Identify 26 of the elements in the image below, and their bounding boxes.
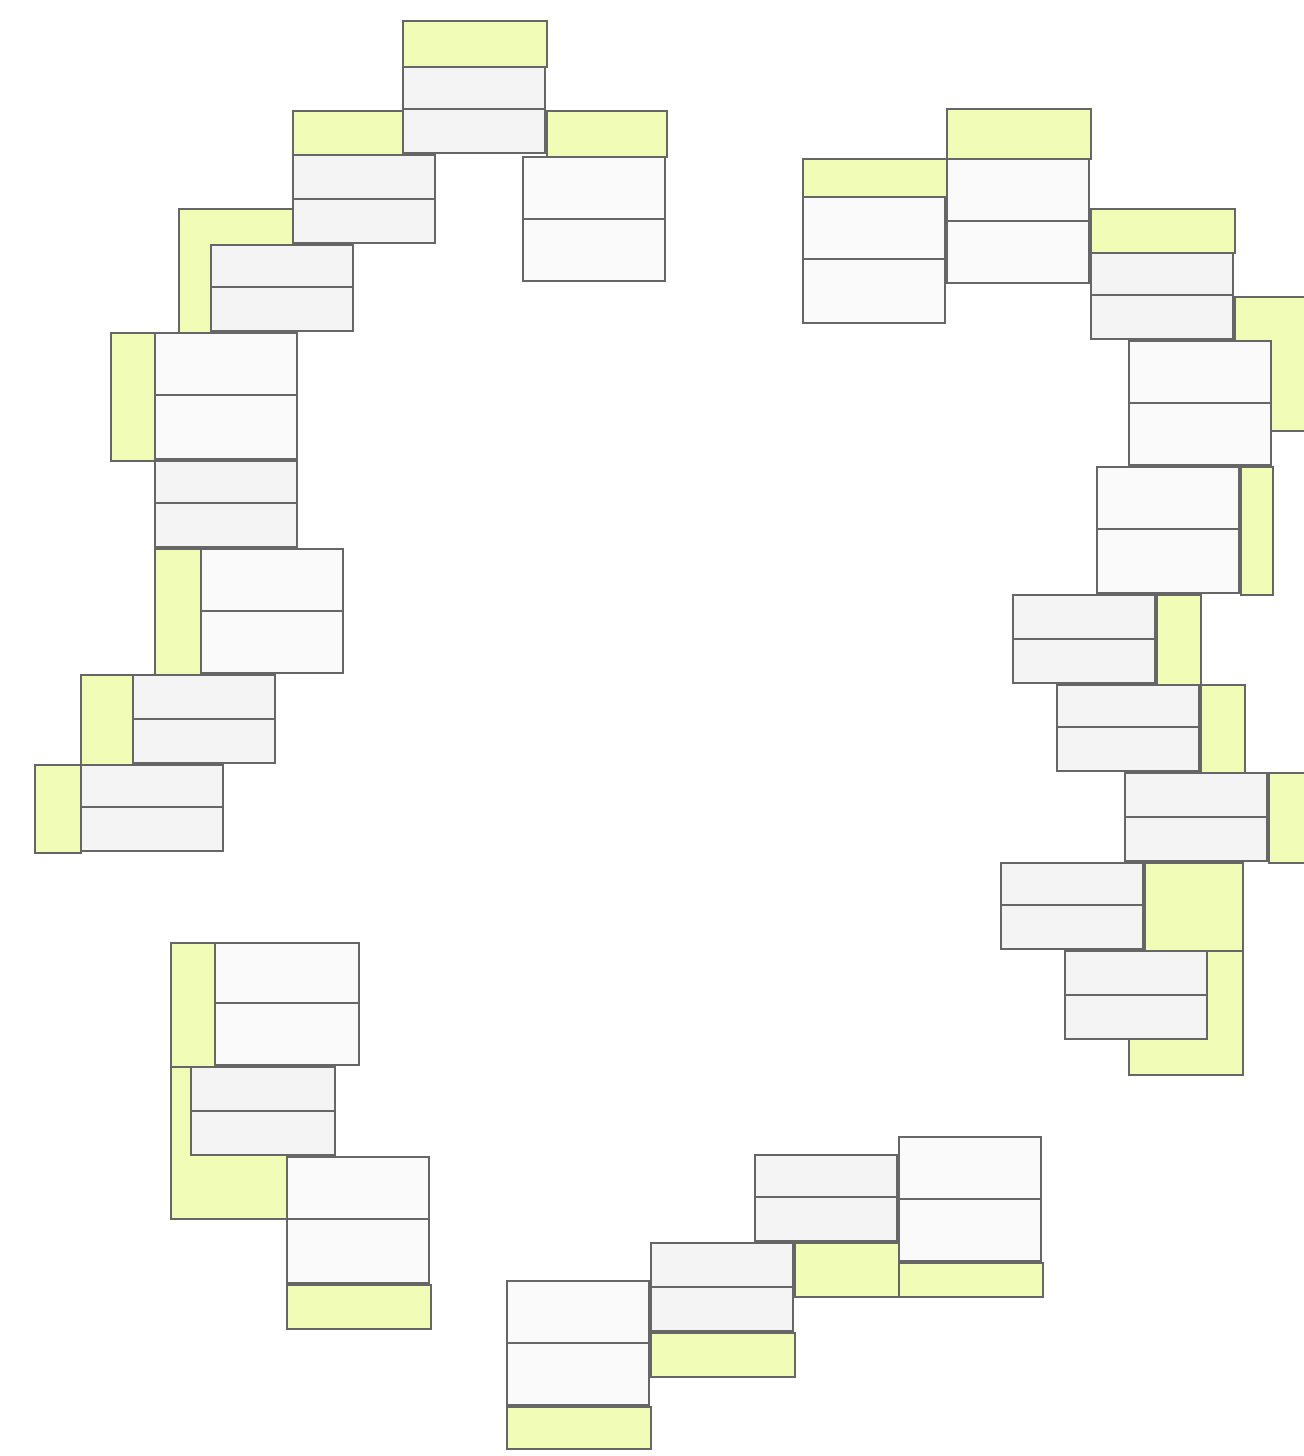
record-box — [1012, 594, 1156, 684]
record-box — [1124, 772, 1268, 862]
record-box — [154, 332, 298, 460]
record-box — [286, 1156, 430, 1284]
record-box — [522, 156, 666, 282]
record-box — [1128, 340, 1272, 466]
record-box — [946, 158, 1090, 284]
record-box — [650, 1242, 794, 1332]
record-box — [898, 1136, 1042, 1262]
record-box — [1090, 252, 1234, 340]
record-box — [210, 244, 354, 332]
record-box — [1056, 684, 1200, 772]
record-box — [154, 460, 298, 548]
record-box — [1064, 950, 1208, 1040]
record-box — [1000, 862, 1144, 950]
record-box — [80, 764, 224, 852]
record-box — [802, 196, 946, 324]
record-box — [754, 1154, 898, 1242]
record-box — [402, 66, 546, 154]
record-box — [190, 1066, 336, 1156]
record-box — [200, 548, 344, 674]
record-box — [1096, 466, 1240, 594]
record-box — [132, 674, 276, 764]
record-box — [506, 1280, 650, 1406]
record-box — [214, 942, 360, 1066]
record-box — [292, 154, 436, 244]
